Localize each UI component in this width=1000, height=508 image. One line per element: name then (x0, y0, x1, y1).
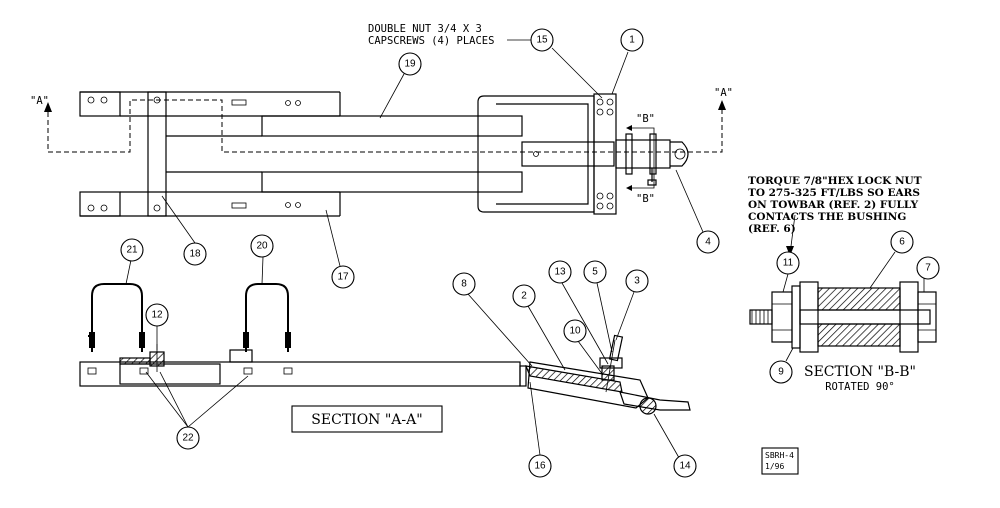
section-bb-title: SECTION "B-B" ROTATED 90° (804, 364, 916, 393)
svg-text:17: 17 (337, 272, 349, 283)
callout-6: 6 (890, 230, 914, 254)
callout-17: 17 (331, 265, 355, 289)
callout-5: 5 (583, 260, 607, 284)
callout-22: 22 (176, 426, 200, 450)
torque-note-line2: TO 275-325 FT/LBS SO EARS (748, 187, 920, 199)
section-bb-label: SECTION "B-B" (804, 364, 916, 380)
callout-11: 11 (776, 251, 800, 275)
svg-text:15: 15 (536, 35, 548, 46)
callout-4: 4 (696, 230, 720, 254)
callout-14: 14 (673, 454, 697, 478)
svg-text:10: 10 (569, 326, 581, 337)
callout-10: 10 (563, 319, 587, 343)
double-nut-note-line2: CAPSCREWS (4) PLACES (368, 35, 494, 47)
svg-text:21: 21 (126, 245, 138, 256)
svg-text:22: 22 (182, 433, 194, 444)
svg-text:16: 16 (534, 461, 546, 472)
svg-text:11: 11 (783, 258, 794, 269)
torque-note-line4: CONTACTS THE BUSHING (748, 211, 906, 223)
torque-note-line5: (REF. 6) (748, 223, 796, 235)
notes: DOUBLE NUT 3/4 X 3 CAPSCREWS (4) PLACES … (30, 23, 922, 235)
callout-13: 13 (548, 260, 572, 284)
svg-text:8: 8 (461, 279, 467, 290)
svg-text:5: 5 (592, 267, 598, 278)
callout-15: 15 (530, 28, 554, 52)
callout-1: 1 (620, 28, 644, 52)
svg-text:9: 9 (778, 367, 784, 378)
callout-2: 2 (512, 284, 536, 308)
rotated-label: ROTATED 90° (825, 381, 895, 393)
callout-7: 7 (916, 256, 940, 280)
svg-text:14: 14 (679, 461, 691, 472)
callout-18: 18 (183, 242, 207, 266)
svg-text:13: 13 (554, 267, 566, 278)
callout-19: 19 (398, 52, 422, 76)
callout-bubbles: 15 1 19 18 17 4 21 20 12 22 8 2 13 5 3 1… (120, 28, 940, 478)
section-b-marker-bottom: "B" (636, 193, 655, 205)
svg-text:12: 12 (151, 310, 163, 321)
plan-view (44, 91, 726, 217)
section-a-marker-left: "A" (30, 95, 49, 107)
svg-text:1: 1 (629, 35, 635, 46)
svg-text:1/96: 1/96 (765, 462, 784, 471)
section-a-marker-right: "A" (714, 87, 733, 99)
callout-20: 20 (250, 234, 274, 258)
ear-bolts (87, 96, 301, 212)
svg-text:20: 20 (256, 241, 268, 252)
svg-text:19: 19 (404, 59, 416, 70)
svg-text:18: 18 (189, 249, 201, 260)
svg-text:6: 6 (899, 237, 905, 248)
svg-text:7: 7 (925, 263, 931, 274)
torque-note-line1: TORQUE 7/8"HEX LOCK NUT (748, 175, 922, 187)
callout-21: 21 (120, 238, 144, 262)
section-b-marker-top: "B" (636, 113, 655, 125)
callout-12: 12 (145, 303, 169, 327)
svg-text:SECTION "A-A": SECTION "A-A" (311, 412, 422, 428)
svg-text:SBRH-4: SBRH-4 (765, 451, 794, 460)
section-aa-title: SECTION "A-A" (291, 405, 443, 433)
svg-text:4: 4 (705, 237, 711, 248)
section-bb-view (749, 281, 937, 353)
callout-8: 8 (452, 272, 476, 296)
svg-text:3: 3 (634, 276, 640, 287)
drawing-id-box: SBRH-4 1/96 (761, 447, 799, 475)
double-nut-note-line1: DOUBLE NUT 3/4 X 3 (368, 23, 482, 35)
torque-note-line3: ON TOWBAR (REF. 2) FULLY (748, 199, 919, 211)
callout-9: 9 (769, 360, 793, 384)
callout-3: 3 (625, 269, 649, 293)
callout-16: 16 (528, 454, 552, 478)
svg-text:2: 2 (521, 291, 527, 302)
section-aa-view (79, 283, 691, 415)
